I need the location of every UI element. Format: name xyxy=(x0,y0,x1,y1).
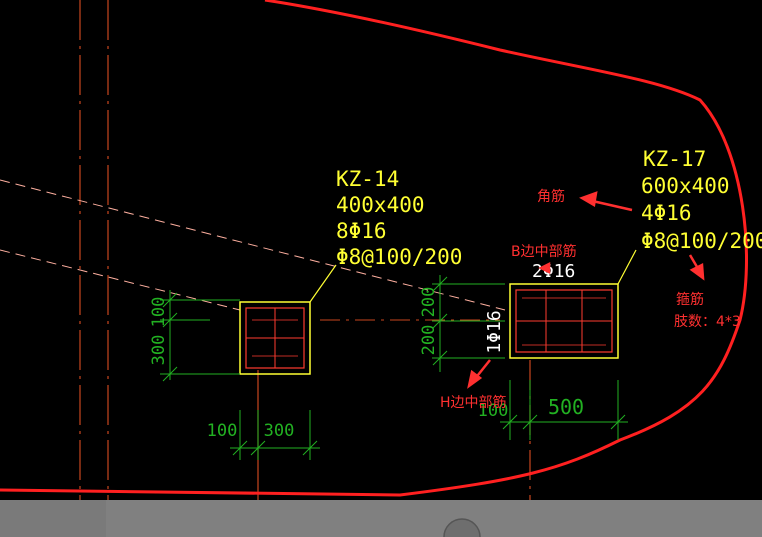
kz17-name: KZ-17 xyxy=(643,147,706,171)
column-kz14[interactable] xyxy=(239,301,311,375)
dim-kz14-side: 300 xyxy=(149,335,169,366)
kz14-name: KZ-14 xyxy=(336,167,399,191)
kz17-stirrups: Φ8@100/200 xyxy=(641,229,762,253)
bottom-toolbar xyxy=(0,500,762,537)
annotation-arrows xyxy=(467,191,705,389)
kz14-size: 400x400 xyxy=(336,193,425,217)
dim-kz17-bottom-left: 100 xyxy=(478,401,509,421)
kz17-size: 600x400 xyxy=(641,174,730,198)
kz14-stirrups: Φ8@100/200 xyxy=(336,245,462,269)
kz17-corner-bars: 4Φ16 xyxy=(641,201,692,225)
bottom-toolbar-left-panel xyxy=(0,500,106,537)
dimension-lines xyxy=(160,275,628,460)
kz17-label-block: KZ-17 600x400 4Φ16 Φ8@100/200 xyxy=(641,147,762,253)
dim-kz17-bottom-right: 500 xyxy=(548,395,584,419)
annotation-b-side: B边中部筋 xyxy=(511,243,577,260)
beam-lines xyxy=(0,179,506,311)
kz17-leader-line xyxy=(617,249,637,285)
dim-kz14-bottom-right: 300 xyxy=(264,421,295,441)
kz14-label-block: KZ-14 400x400 8Φ16 Φ8@100/200 xyxy=(336,167,462,269)
annotation-corner-bar: 角筋 xyxy=(537,188,565,205)
grid-lines xyxy=(79,0,531,500)
kz17-b-side-bars: 2Φ16 xyxy=(532,261,575,282)
dim-kz17-side-bottom: 200 xyxy=(419,325,439,356)
kz17-h-side-bars: 1Φ16 xyxy=(484,310,505,353)
annotation-stirrup: 箍筋 xyxy=(676,291,704,308)
annotation-h-side: H边中部筋 xyxy=(440,394,507,411)
dim-kz14-top: 100 xyxy=(149,297,169,328)
dim-kz17-side-top: 200 xyxy=(419,287,439,318)
dim-kz14-bottom-left: 100 xyxy=(207,421,238,441)
kz14-main-bars: 8Φ16 xyxy=(336,219,387,243)
cursor-icon xyxy=(443,518,481,537)
boundary-outline xyxy=(0,0,748,497)
column-kz17[interactable] xyxy=(509,283,619,359)
kz14-leader-line xyxy=(309,264,337,303)
annotation-stirrup-legs: 肢数：4*3 xyxy=(674,314,741,330)
